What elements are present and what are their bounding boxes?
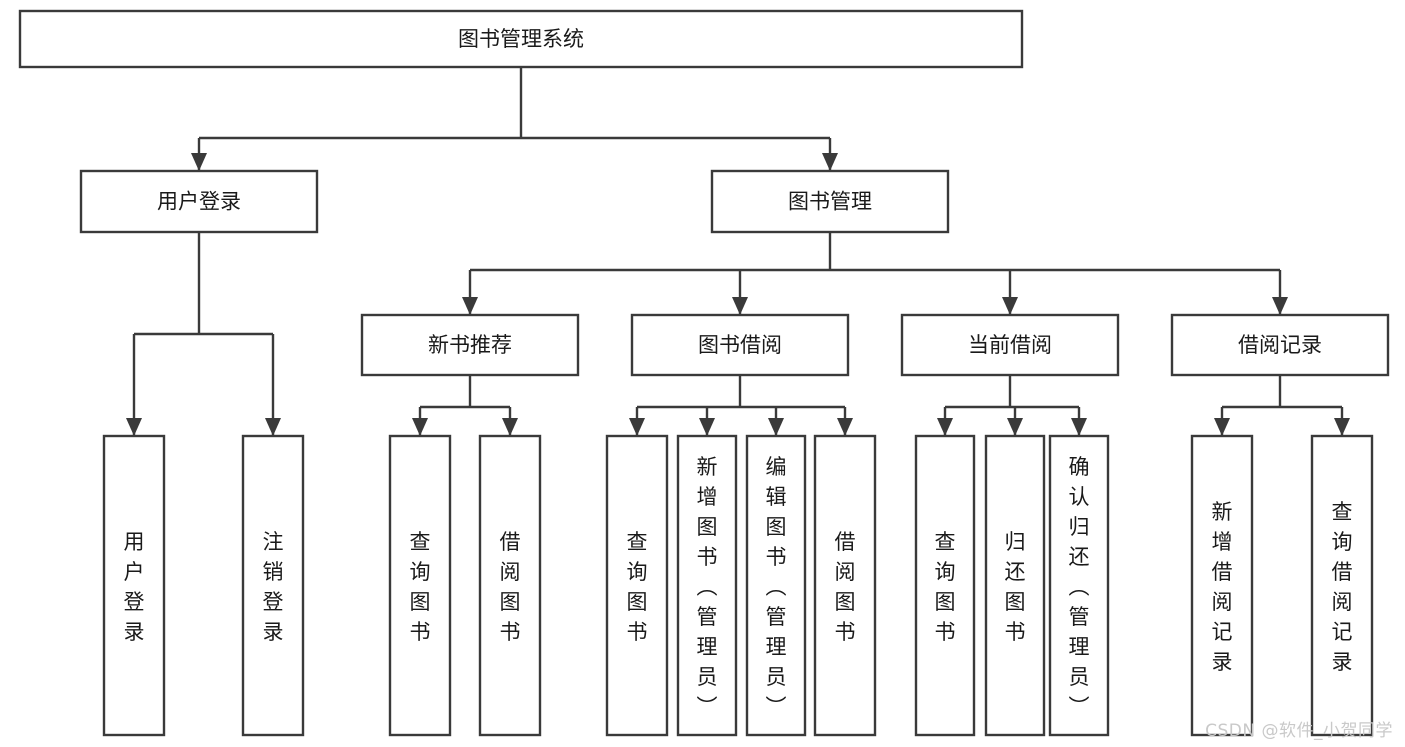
node-box-user-login bbox=[79, 169, 319, 234]
arrow-head-icon bbox=[837, 418, 853, 436]
node-box-book-borrow bbox=[630, 313, 850, 377]
node-borrow-record[interactable]: 借阅记录 bbox=[1170, 313, 1390, 377]
node-label-new-book-recommend: 新书推荐 bbox=[428, 333, 512, 357]
node-leaf-query-book-current[interactable]: 查询图书 bbox=[914, 434, 976, 737]
node-leaf-add-book[interactable]: 新增图书︵管理员︶ bbox=[676, 434, 738, 737]
arrow-head-icon bbox=[1007, 418, 1023, 436]
node-label-current-borrow: 当前借阅 bbox=[968, 333, 1052, 357]
node-leaf-confirm-return[interactable]: 确认归还︵管理员︶ bbox=[1048, 434, 1110, 737]
node-label-book-manage: 图书管理 bbox=[788, 190, 872, 214]
node-box-leaf-borrow-book bbox=[813, 434, 877, 737]
node-leaf-borrow-book-recommend[interactable]: 借阅图书 bbox=[478, 434, 542, 737]
node-label-leaf-query-book-current: 查询图书 bbox=[935, 530, 956, 644]
arrow-head-icon bbox=[1272, 297, 1288, 315]
node-label-leaf-query-book-borrow: 查询图书 bbox=[627, 530, 648, 644]
node-leaf-query-book-borrow[interactable]: 查询图书 bbox=[605, 434, 669, 737]
node-box-leaf-query-borrow-record bbox=[1310, 434, 1374, 737]
node-label-leaf-return-book: 归还图书 bbox=[1005, 530, 1026, 644]
node-box-current-borrow bbox=[900, 313, 1120, 377]
connector-layer bbox=[126, 67, 1350, 436]
arrow-head-icon bbox=[191, 153, 207, 171]
arrow-head-icon bbox=[768, 418, 784, 436]
node-layer: 图书管理系统用户登录图书管理新书推荐图书借阅当前借阅借阅记录用户登录注销登录查询… bbox=[18, 9, 1390, 737]
node-box-leaf-borrow-book-recommend bbox=[478, 434, 542, 737]
node-box-book-manage bbox=[710, 169, 950, 234]
node-label-leaf-user-login: 用户登录 bbox=[124, 530, 145, 644]
node-box-leaf-user-login bbox=[102, 434, 166, 737]
node-box-leaf-logout bbox=[241, 434, 305, 737]
node-label-leaf-borrow-book-recommend: 借阅图书 bbox=[500, 530, 521, 644]
arrow-head-icon bbox=[629, 418, 645, 436]
node-current-borrow[interactable]: 当前借阅 bbox=[900, 313, 1120, 377]
node-label-leaf-logout: 注销登录 bbox=[263, 530, 284, 644]
node-label-leaf-add-borrow-record: 新增借阅记录 bbox=[1212, 500, 1233, 674]
node-box-leaf-query-book-current bbox=[914, 434, 976, 737]
node-label-leaf-edit-book: 编辑图书︵管理员︶ bbox=[766, 455, 787, 719]
node-leaf-borrow-book[interactable]: 借阅图书 bbox=[813, 434, 877, 737]
node-user-login[interactable]: 用户登录 bbox=[79, 169, 319, 234]
arrow-head-icon bbox=[126, 418, 142, 436]
node-leaf-query-book-recommend[interactable]: 查询图书 bbox=[388, 434, 452, 737]
node-root[interactable]: 图书管理系统 bbox=[18, 9, 1024, 69]
arrow-head-icon bbox=[1071, 418, 1087, 436]
node-new-book-recommend[interactable]: 新书推荐 bbox=[360, 313, 580, 377]
node-label-leaf-add-book: 新增图书︵管理员︶ bbox=[697, 455, 718, 719]
node-box-root bbox=[18, 9, 1024, 69]
arrow-head-icon bbox=[265, 418, 281, 436]
arrow-head-icon bbox=[699, 418, 715, 436]
arrow-head-icon bbox=[822, 153, 838, 171]
node-label-leaf-query-book-recommend: 查询图书 bbox=[410, 530, 431, 644]
node-leaf-add-borrow-record[interactable]: 新增借阅记录 bbox=[1190, 434, 1254, 737]
node-box-borrow-record bbox=[1170, 313, 1390, 377]
node-box-leaf-edit-book bbox=[745, 434, 807, 737]
node-box-leaf-return-book bbox=[984, 434, 1046, 737]
node-label-book-borrow: 图书借阅 bbox=[698, 333, 782, 357]
node-leaf-query-borrow-record[interactable]: 查询借阅记录 bbox=[1310, 434, 1374, 737]
arrow-head-icon bbox=[732, 297, 748, 315]
node-box-leaf-query-book-borrow bbox=[605, 434, 669, 737]
node-box-leaf-add-book bbox=[676, 434, 738, 737]
arrow-head-icon bbox=[1214, 418, 1230, 436]
node-label-leaf-confirm-return: 确认归还︵管理员︶ bbox=[1069, 455, 1090, 719]
arrow-head-icon bbox=[1002, 297, 1018, 315]
node-label-root: 图书管理系统 bbox=[458, 27, 584, 51]
node-leaf-edit-book[interactable]: 编辑图书︵管理员︶ bbox=[745, 434, 807, 737]
node-leaf-return-book[interactable]: 归还图书 bbox=[984, 434, 1046, 737]
node-box-leaf-add-borrow-record bbox=[1190, 434, 1254, 737]
arrow-head-icon bbox=[502, 418, 518, 436]
node-label-leaf-borrow-book: 借阅图书 bbox=[835, 530, 856, 644]
arrow-head-icon bbox=[937, 418, 953, 436]
node-book-borrow[interactable]: 图书借阅 bbox=[630, 313, 850, 377]
node-label-leaf-query-borrow-record: 查询借阅记录 bbox=[1332, 500, 1353, 674]
node-book-manage[interactable]: 图书管理 bbox=[710, 169, 950, 234]
node-box-leaf-confirm-return bbox=[1048, 434, 1110, 737]
node-leaf-logout[interactable]: 注销登录 bbox=[241, 434, 305, 737]
node-leaf-user-login[interactable]: 用户登录 bbox=[102, 434, 166, 737]
node-box-leaf-query-book-recommend bbox=[388, 434, 452, 737]
arrow-head-icon bbox=[462, 297, 478, 315]
node-box-new-book-recommend bbox=[360, 313, 580, 377]
node-label-user-login: 用户登录 bbox=[157, 190, 241, 214]
arrow-head-icon bbox=[412, 418, 428, 436]
node-label-borrow-record: 借阅记录 bbox=[1238, 333, 1322, 357]
arrow-head-icon bbox=[1334, 418, 1350, 436]
